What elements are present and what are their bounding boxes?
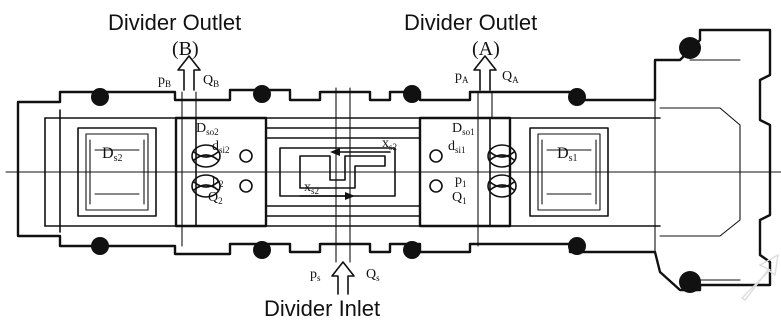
inlet-arrow: [331, 261, 355, 295]
seal-bottom-mid-left: [253, 241, 271, 259]
label-Dso1: Dso1: [452, 121, 475, 137]
decorative-arrow-lower-right: [740, 253, 779, 301]
label-Ds2: Ds2: [102, 145, 122, 164]
port-dot-left-bottom: [239, 179, 253, 193]
label-p2: p2: [212, 173, 224, 189]
label-Dso2: Dso2: [196, 121, 219, 137]
orifice-left-bottom: [191, 174, 221, 198]
seal-top-mid-left: [253, 85, 271, 103]
orifice-right-bottom: [487, 174, 517, 198]
seal-top-mid-right: [403, 85, 421, 103]
seal-bottom-left: [91, 237, 109, 255]
port-dot-left-top: [239, 149, 253, 163]
label-QB: QB: [203, 73, 219, 89]
outlet-a-title: Divider Outlet: [404, 10, 537, 35]
seal-top-right: [568, 88, 586, 106]
orifice-elements: [191, 144, 517, 198]
label-QA: QA: [502, 69, 519, 85]
seal-bottom-right: [568, 237, 586, 255]
seal-top-left: [91, 88, 109, 106]
label-p1: p1: [455, 173, 467, 189]
outlet-a-port: (A): [472, 38, 500, 60]
seal-endcap-bottom: [679, 271, 701, 293]
seal-endcap-top: [679, 37, 701, 59]
outlet-arrow-a: [473, 55, 497, 91]
label-Ds1: Ds1: [557, 145, 577, 164]
port-dot-right-top: [429, 149, 443, 163]
orifice-left-top: [191, 144, 221, 168]
label-pB: pB: [158, 73, 171, 89]
outlet-arrow-b: [177, 55, 201, 91]
label-Q1: Q1: [452, 190, 467, 206]
orifice-right-top: [487, 144, 517, 168]
label-dsi1: dsi1: [448, 139, 466, 155]
seal-bottom-mid-right: [403, 241, 421, 259]
valve-housing: [16, 28, 772, 292]
displacement-arrows: [299, 148, 391, 200]
outlet-b-title: Divider Outlet: [108, 10, 241, 35]
label-Qs: Qs: [366, 267, 380, 283]
o-ring-seals: [91, 37, 701, 293]
outlet-b-port: (B): [172, 38, 199, 60]
flow-passages: [181, 87, 493, 263]
port-dot-right-bottom: [429, 179, 443, 193]
label-xs2-top: xs2: [382, 136, 397, 152]
label-pA: pA: [455, 69, 469, 85]
inlet-title: Divider Inlet: [264, 296, 380, 321]
right-spring-chamber: [529, 127, 609, 217]
label-xs2-bottom: xs2: [304, 180, 319, 196]
spool: [174, 116, 512, 228]
label-ps: ps: [310, 267, 321, 283]
label-Q2: Q2: [208, 190, 223, 206]
label-dsi2: dsi2: [212, 139, 230, 155]
left-spring-chamber: [77, 127, 157, 217]
